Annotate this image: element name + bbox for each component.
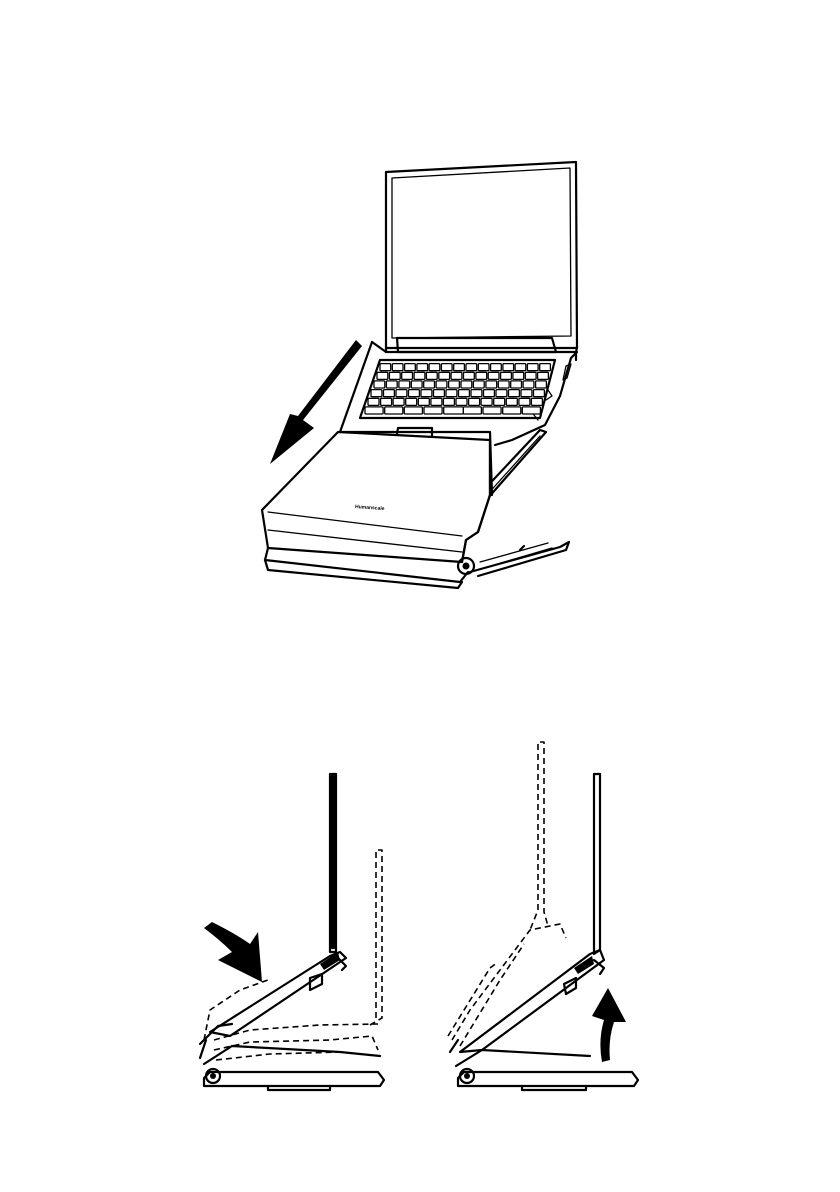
keyboard-key bbox=[393, 398, 404, 405]
keyboard-key bbox=[466, 364, 477, 371]
keyboard bbox=[360, 360, 555, 418]
keyboard-key bbox=[421, 390, 432, 397]
keyboard-key bbox=[464, 372, 475, 379]
keyboard-key bbox=[463, 407, 481, 414]
keyboard-key bbox=[414, 372, 425, 379]
keyboard-key bbox=[523, 381, 534, 388]
keyboard-key bbox=[503, 364, 514, 371]
keyboard-key bbox=[418, 398, 429, 405]
keyboard-key bbox=[484, 390, 495, 397]
keyboard-key bbox=[405, 364, 416, 371]
keyboard-key bbox=[449, 381, 460, 388]
keyboard-key bbox=[503, 407, 521, 414]
keyboard-key bbox=[522, 407, 540, 414]
keyboard-key bbox=[409, 390, 420, 397]
keyboard-key bbox=[377, 372, 388, 379]
keyboard-key bbox=[515, 364, 526, 371]
keyboard-key bbox=[494, 398, 505, 405]
keyboard-key bbox=[540, 364, 551, 371]
keyboard-key bbox=[368, 398, 379, 405]
keyboard-key bbox=[471, 390, 482, 397]
laptop-on-stand-illustration: Humanscale bbox=[262, 162, 577, 588]
keyboard-key bbox=[444, 407, 464, 414]
keyboard-key bbox=[431, 398, 442, 405]
keyboard-key bbox=[491, 364, 502, 371]
keyboard-key bbox=[371, 390, 382, 397]
keyboard-key bbox=[426, 372, 437, 379]
keyboard-key bbox=[381, 398, 392, 405]
keyboard-key bbox=[406, 398, 417, 405]
keyboard-key bbox=[386, 381, 397, 388]
keyboard-key bbox=[511, 381, 522, 388]
keyboard-key bbox=[443, 398, 454, 405]
keyboard-key bbox=[536, 381, 547, 388]
keyboard-key bbox=[389, 372, 400, 379]
keyboard-key bbox=[478, 364, 489, 371]
keyboard-key bbox=[439, 372, 450, 379]
keyboard-key bbox=[525, 372, 536, 379]
keyboard-key bbox=[461, 381, 472, 388]
keyboard-key bbox=[454, 364, 465, 371]
keyboard-key bbox=[374, 381, 385, 388]
keyboard-key bbox=[402, 372, 413, 379]
keyboard-key bbox=[486, 381, 497, 388]
keyboard-key bbox=[521, 390, 532, 397]
keyboard-key bbox=[446, 390, 457, 397]
stand-lowering-side-view bbox=[200, 774, 384, 1090]
keyboard-key bbox=[434, 390, 445, 397]
keyboard-key bbox=[396, 390, 407, 397]
keyboard-key bbox=[531, 398, 542, 405]
curved-arrow-down-icon bbox=[204, 922, 262, 982]
keyboard-key bbox=[365, 407, 383, 414]
keyboard-key bbox=[424, 381, 435, 388]
keyboard-key bbox=[429, 364, 440, 371]
stand-raising-side-view bbox=[448, 742, 638, 1090]
keyboard-key bbox=[513, 372, 524, 379]
keyboard-key bbox=[501, 372, 512, 379]
curved-arrow-up-icon bbox=[592, 988, 626, 1062]
keyboard-key bbox=[404, 407, 422, 414]
keyboard-key bbox=[498, 381, 509, 388]
keyboard-key bbox=[476, 372, 487, 379]
keyboard-key bbox=[519, 398, 530, 405]
keyboard-key bbox=[488, 372, 499, 379]
keyboard-key bbox=[392, 364, 403, 371]
keyboard-key bbox=[527, 364, 538, 371]
keyboard-key bbox=[473, 381, 484, 388]
keyboard-key bbox=[380, 364, 391, 371]
keyboard-key bbox=[509, 390, 520, 397]
keyboard-key bbox=[534, 390, 545, 397]
keyboard-key bbox=[451, 372, 462, 379]
keyboard-key bbox=[441, 364, 452, 371]
keyboard-key bbox=[424, 407, 442, 414]
keyboard-key bbox=[399, 381, 410, 388]
keyboard-key bbox=[538, 372, 549, 379]
keyboard-key bbox=[417, 364, 428, 371]
keyboard-key bbox=[469, 398, 480, 405]
keyboard-key bbox=[385, 407, 403, 414]
keyboard-key bbox=[496, 390, 507, 397]
stand-top-plate: Humanscale bbox=[262, 432, 490, 574]
keyboard-key bbox=[436, 381, 447, 388]
keyboard-key bbox=[411, 381, 422, 388]
keyboard-key bbox=[456, 398, 467, 405]
keyboard-key bbox=[481, 398, 492, 405]
keyboard-key bbox=[506, 398, 517, 405]
laptop-screen bbox=[386, 162, 577, 360]
keyboard-key bbox=[459, 390, 470, 397]
keyboard-key bbox=[384, 390, 395, 397]
keyboard-key bbox=[483, 407, 501, 414]
